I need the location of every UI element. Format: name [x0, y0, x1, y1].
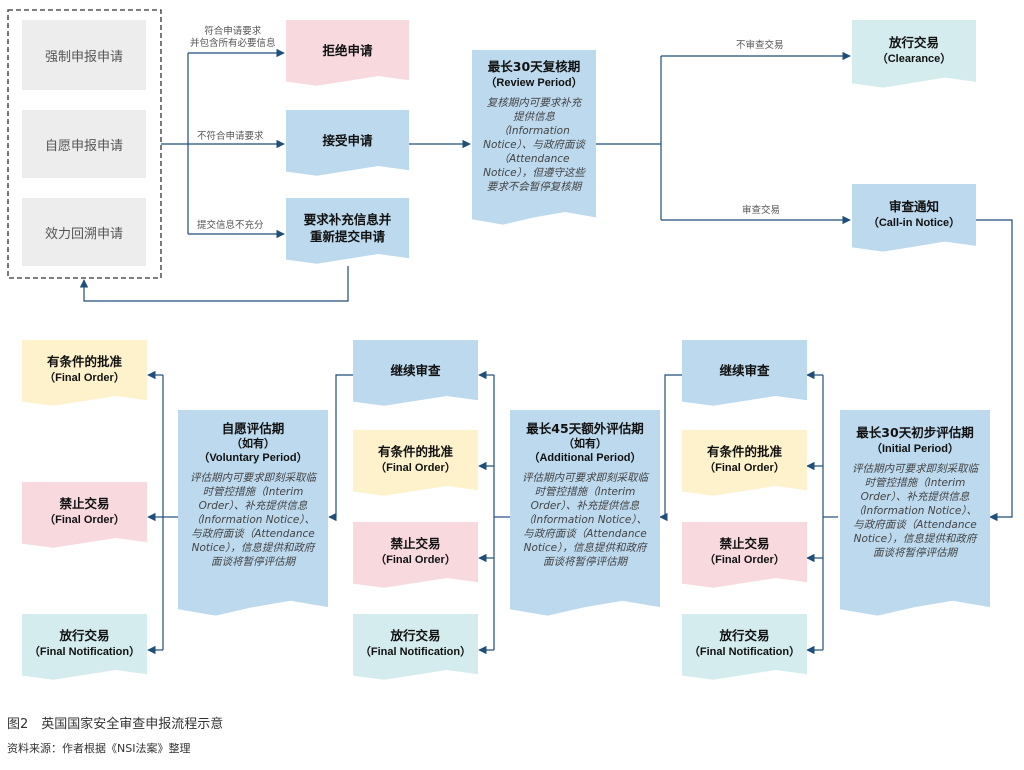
release-2-title: 放行交易	[390, 628, 441, 643]
decision-resubmit: 要求补充信息并重新提交申请	[286, 198, 409, 264]
continue-review-1-label: 继续审查	[719, 362, 770, 378]
decision-reject-label: 拒绝申请	[322, 42, 373, 58]
application-mandatory-label: 强制申报申请	[44, 49, 123, 65]
review-period-desc: 复核期内可要求补充提供信息（Information Notice）、与政府面谈（…	[483, 97, 585, 193]
release-3: 放行交易 （Final Notification）	[22, 614, 147, 680]
application-retrospective: 效力回溯申请	[22, 198, 146, 266]
additional-period-desc: 评估期内可要求即刻采取临时管控措施（Interim Order）、补充提供信息（…	[522, 472, 648, 568]
call-in-notice: 审查通知 （Call-in Notice）	[852, 184, 976, 252]
conditional-approval-3-en: （Final Order）	[44, 372, 125, 384]
edge-label-review: 审查交易	[742, 205, 781, 216]
figure-source: 资料来源：作者根据《NSI法案》整理	[7, 742, 191, 755]
decision-accept: 接受申请	[286, 110, 409, 176]
call-in-title-en: （Call-in Notice）	[867, 217, 961, 229]
review-period: 最长30天复核期 （Review Period） 复核期内可要求补充提供信息（I…	[472, 50, 596, 225]
call-in-title: 审查通知	[888, 199, 939, 214]
continue-review-1: 继续审查	[682, 340, 807, 406]
edge-label-reject: 符合申请要求 并包含所有必要信息	[190, 26, 276, 49]
application-voluntary-label: 自愿申报申请	[44, 138, 123, 154]
review-period-title-en: （Review Period）	[485, 77, 583, 89]
conditional-approval-3: 有条件的批准 （Final Order）	[22, 340, 147, 406]
review-period-title: 最长30天复核期	[487, 59, 581, 74]
prohibit-2: 禁止交易 （Final Order）	[353, 522, 478, 588]
voluntary-period: 自愿评估期 （如有） （Voluntary Period） 评估期内可要求即刻采…	[178, 410, 328, 616]
application-voluntary: 自愿申报申请	[22, 110, 146, 178]
conditional-approval-1-title: 有条件的批准	[706, 444, 782, 459]
conditional-approval-1: 有条件的批准 （Final Order）	[682, 430, 807, 496]
initial-period-title-en: （Initial Period）	[870, 443, 959, 455]
initial-period-title: 最长30天初步评估期	[856, 425, 974, 440]
conditional-approval-2-en: （Final Order）	[375, 462, 456, 474]
initial-period-desc: 评估期内可要求即刻采取临时管控措施（Interim Order）、补充提供信息（…	[852, 463, 978, 559]
initial-period: 最长30天初步评估期 （Initial Period） 评估期内可要求即刻采取临…	[840, 410, 990, 616]
release-3-en: （Final Notification）	[28, 646, 141, 658]
voluntary-period-sub: （如有）	[231, 437, 275, 450]
prohibit-3: 禁止交易 （Final Order）	[22, 482, 147, 548]
continue-review-2: 继续审查	[353, 340, 478, 406]
release-1: 放行交易 （Final Notification）	[682, 614, 807, 680]
application-mandatory: 强制申报申请	[22, 20, 146, 90]
prohibit-3-en: （Final Order）	[44, 514, 125, 526]
release-3-title: 放行交易	[59, 628, 110, 643]
decision-reject: 拒绝申请	[286, 20, 409, 86]
prohibit-2-en: （Final Order）	[375, 554, 456, 566]
release-1-en: （Final Notification）	[688, 646, 801, 658]
prohibit-3-title: 禁止交易	[59, 496, 110, 511]
edge-label-accept: 不符合申请要求	[197, 131, 264, 142]
clearance: 放行交易 （Clearance）	[852, 20, 976, 88]
prohibit-2-title: 禁止交易	[390, 536, 441, 551]
prohibit-1-title: 禁止交易	[719, 536, 770, 551]
clearance-title-en: （Clearance）	[876, 53, 952, 65]
figure-caption: 图2 英国国家安全审查申报流程示意	[7, 717, 224, 732]
additional-period-title-en: （Additional Period）	[528, 452, 642, 464]
conditional-approval-1-en: （Final Order）	[704, 462, 785, 474]
edge-label-not-review: 不审查交易	[736, 40, 784, 51]
decision-accept-label: 接受申请	[322, 132, 373, 148]
prohibit-1: 禁止交易 （Final Order）	[682, 522, 807, 588]
decision-resubmit-label: 要求补充信息并重新提交申请	[303, 212, 392, 244]
conditional-approval-2-title: 有条件的批准	[377, 444, 453, 459]
additional-period: 最长45天额外评估期 （如有） （Additional Period） 评估期内…	[510, 410, 660, 616]
voluntary-period-title: 自愿评估期	[221, 421, 285, 436]
release-1-title: 放行交易	[719, 628, 770, 643]
additional-period-title: 最长45天额外评估期	[526, 421, 644, 436]
voluntary-period-desc: 评估期内可要求即刻采取临时管控措施（Interim Order）、补充提供信息（…	[190, 472, 316, 568]
voluntary-period-title-en: （Voluntary Period）	[198, 452, 308, 464]
additional-period-sub: （如有）	[563, 437, 607, 450]
edge-label-resubmit: 提交信息不充分	[197, 220, 264, 231]
conditional-approval-2: 有条件的批准 （Final Order）	[353, 430, 478, 496]
release-2-en: （Final Notification）	[359, 646, 472, 658]
application-retrospective-label: 效力回溯申请	[44, 226, 123, 242]
prohibit-1-en: （Final Order）	[704, 554, 785, 566]
continue-review-2-label: 继续审查	[390, 362, 441, 378]
release-2: 放行交易 （Final Notification）	[353, 614, 478, 680]
clearance-title: 放行交易	[888, 35, 939, 50]
conditional-approval-3-title: 有条件的批准	[46, 354, 122, 369]
